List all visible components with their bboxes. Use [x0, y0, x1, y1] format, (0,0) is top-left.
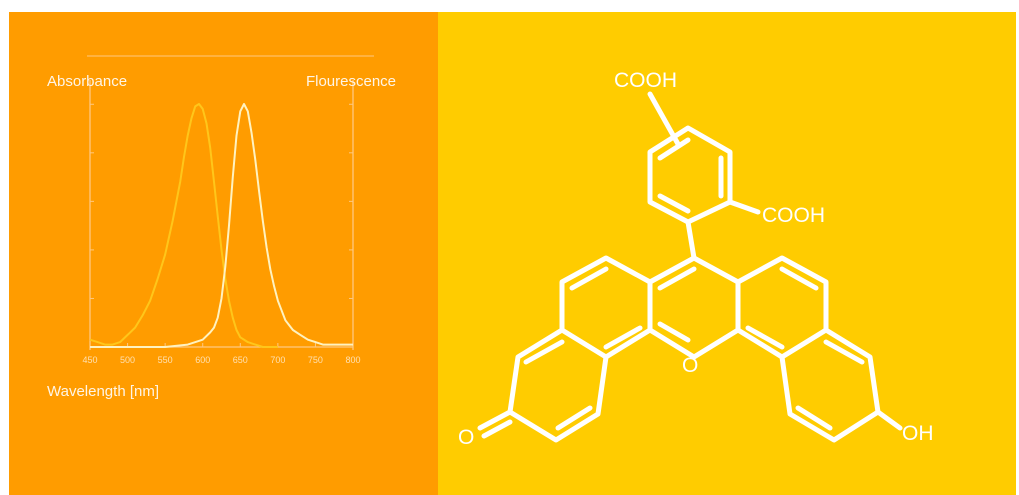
side-carboxyl-bond — [727, 199, 761, 215]
right-outer-ring-double-bonds — [745, 266, 819, 350]
molecule-structure: COOH COOH O O OH — [438, 12, 1016, 495]
ketone-oxygen-label: O — [458, 426, 474, 449]
top-carboxyl-bond — [647, 91, 681, 147]
phenyl-to-core-bond — [685, 219, 697, 261]
x-tick-label: 600 — [195, 355, 210, 365]
x-axis-label: Wavelength [nm] — [47, 383, 159, 400]
right-lower-ring-double-bonds — [795, 339, 865, 431]
side-carboxyl-label: COOH — [762, 204, 825, 227]
x-tick-label: 750 — [308, 355, 323, 365]
molecule-background — [438, 12, 1016, 495]
left-lower-ring-double-bonds — [523, 339, 593, 431]
fluorescence-label: Flourescence — [305, 73, 396, 90]
absorbance-label: Absorbance — [47, 73, 128, 90]
spectrum-chart: 450 500 550 600 650 700 750 800 — [9, 12, 438, 495]
phenyl-ring-double-bonds — [657, 137, 724, 214]
spectrum-panel: 450 500 550 600 650 700 750 800 Absorbance Flou… — [9, 12, 438, 495]
left-lower-ring — [507, 327, 609, 443]
hydroxyl-label: OH — [902, 422, 934, 445]
x-tick-label: 450 — [82, 355, 97, 365]
ring-oxygen-label: O — [682, 354, 698, 377]
x-axis-ticks: 450 500 550 600 650 700 750 800 — [82, 343, 361, 365]
chart-background — [9, 12, 438, 495]
fluorescence-curve — [90, 103, 353, 348]
absorbance-curve — [89, 103, 278, 348]
series-layer — [89, 103, 353, 348]
x-tick-label: 650 — [233, 355, 248, 365]
ketone-bond — [477, 409, 513, 439]
right-outer-ring — [735, 255, 829, 360]
molecule-bonds — [477, 91, 903, 443]
molecule-panel: COOH COOH O O OH — [438, 12, 1016, 495]
hydroxyl-bond — [875, 409, 903, 431]
x-tick-label: 700 — [270, 355, 285, 365]
central-ring-double-bonds — [657, 266, 697, 343]
y-axis-ticks — [90, 103, 353, 299]
right-lower-ring — [779, 327, 881, 443]
top-carboxyl-label: COOH — [614, 69, 677, 92]
left-outer-ring — [559, 255, 653, 360]
x-tick-label: 800 — [345, 355, 360, 365]
x-tick-label: 500 — [120, 355, 135, 365]
left-outer-ring-double-bonds — [569, 266, 643, 350]
x-tick-label: 550 — [158, 355, 173, 365]
